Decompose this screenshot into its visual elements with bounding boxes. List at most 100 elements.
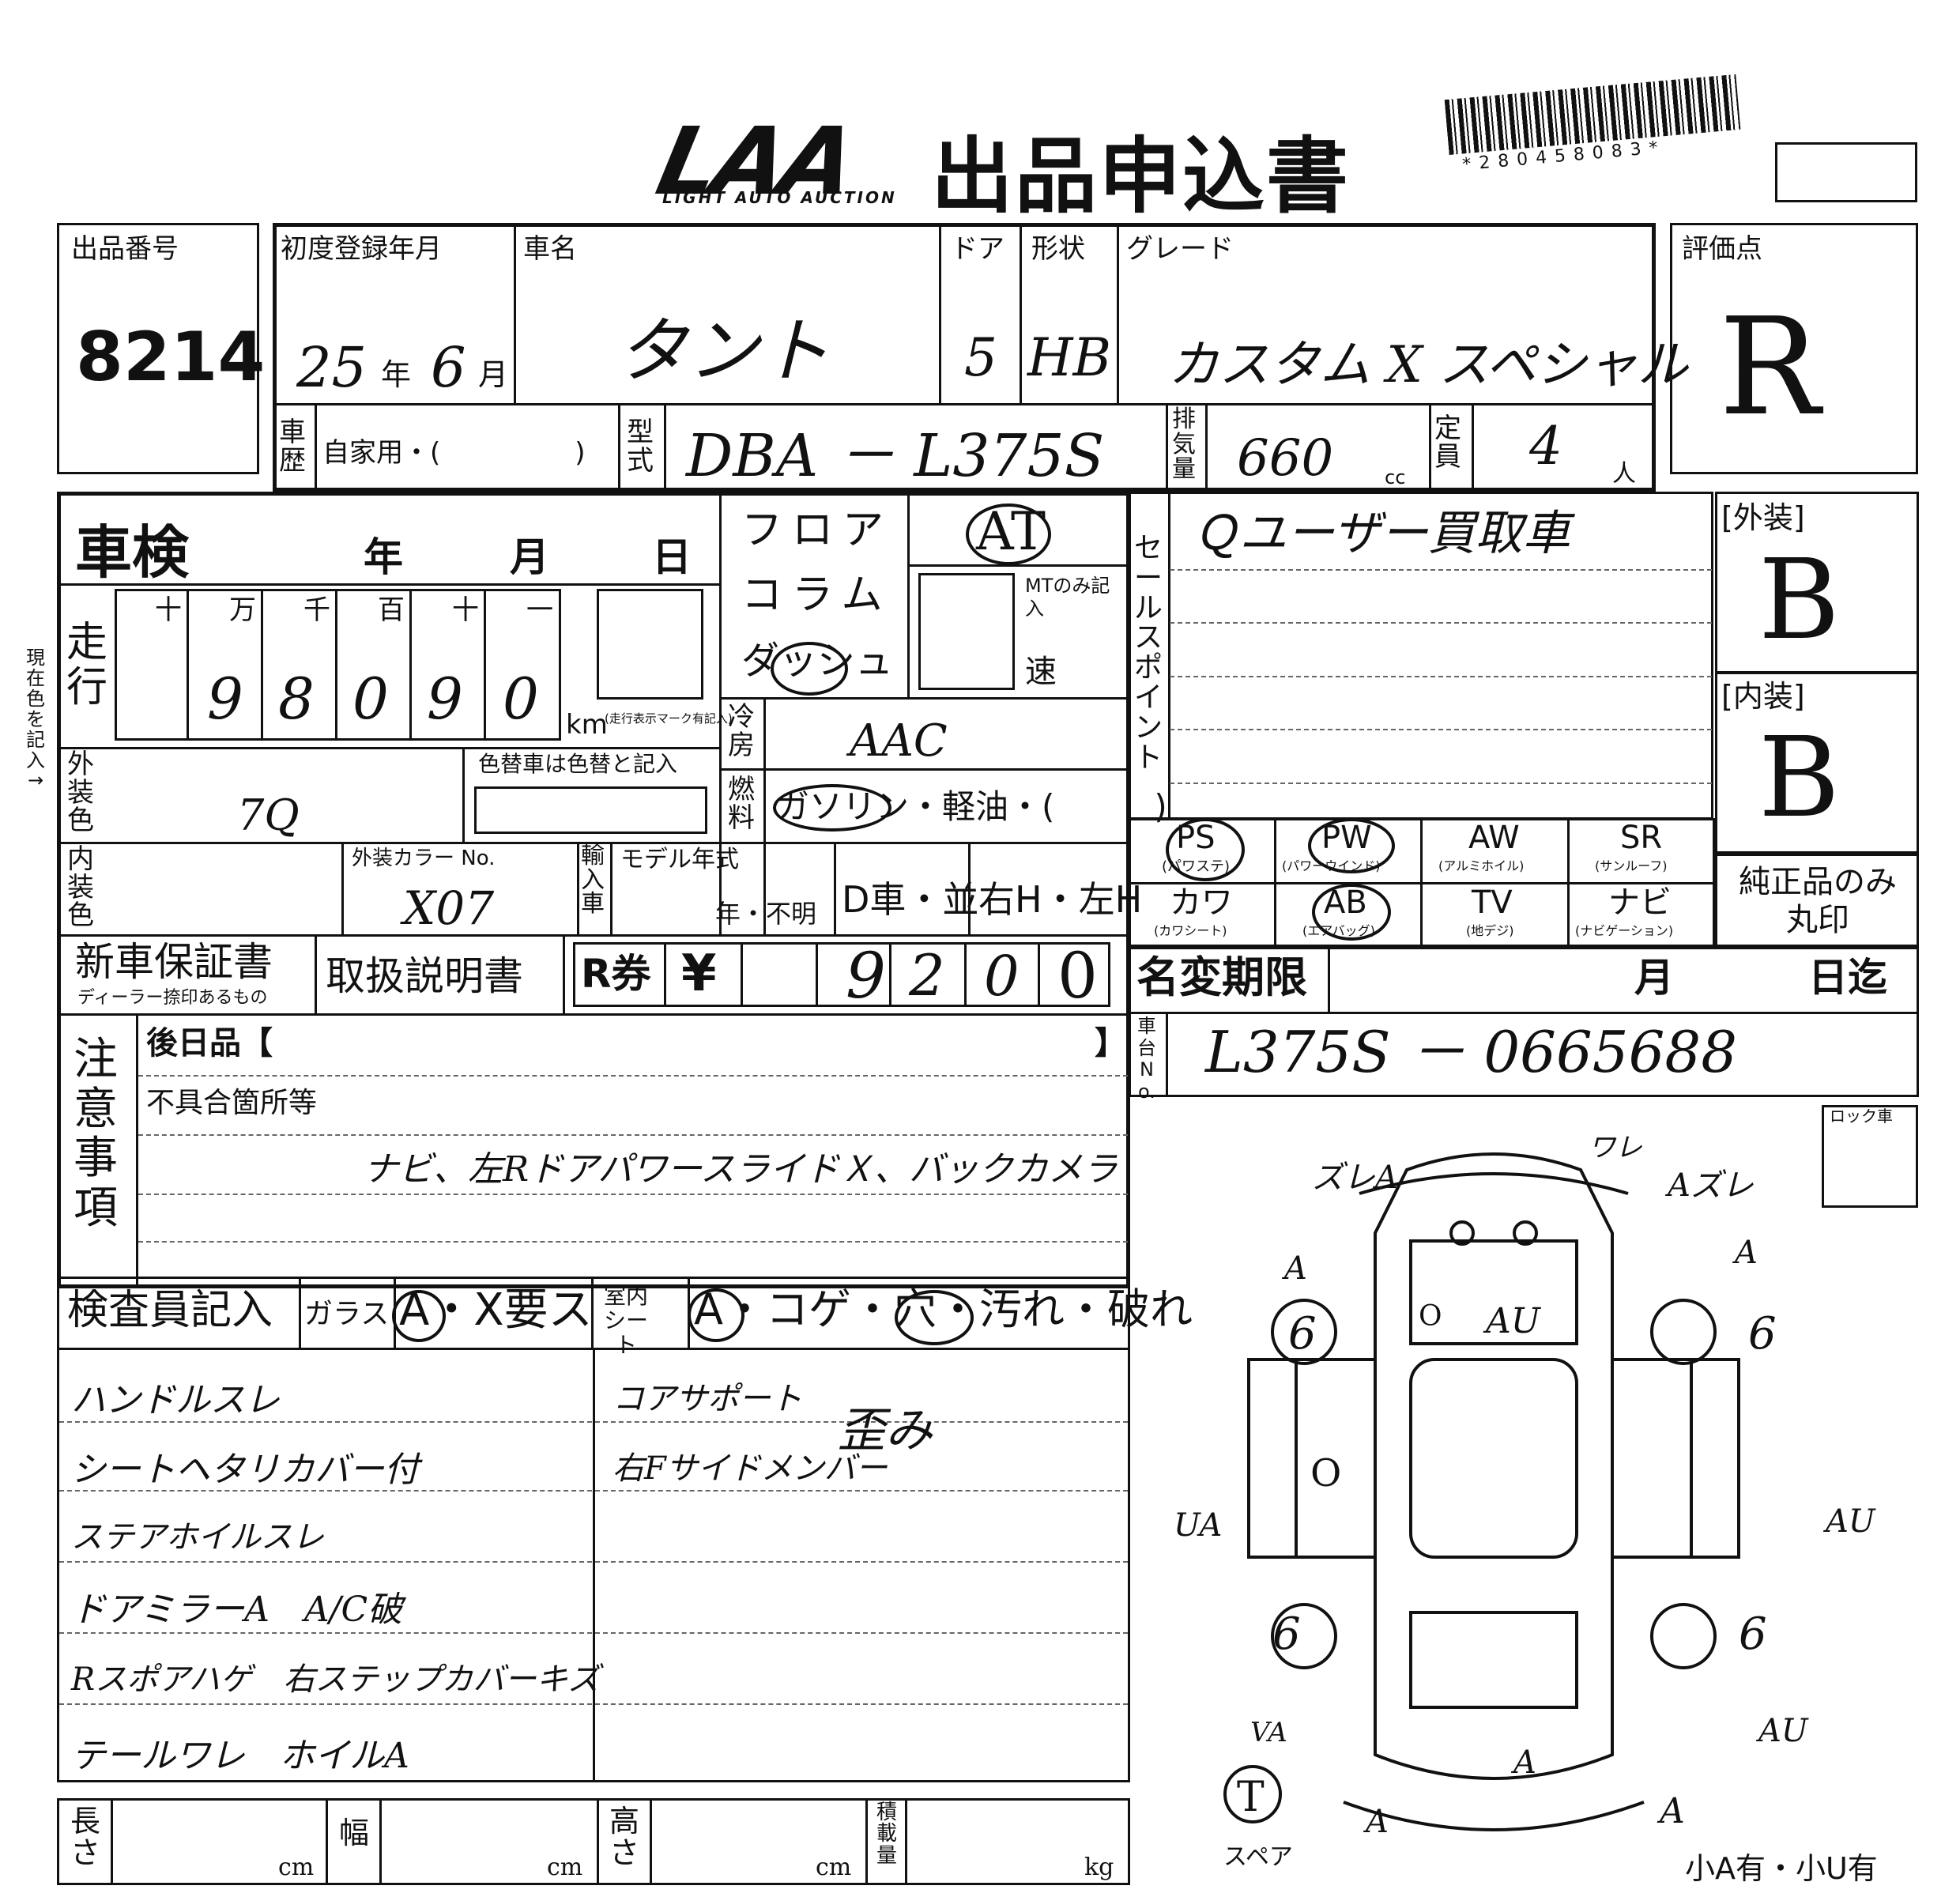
diag-mark-3: A xyxy=(1284,1250,1307,1287)
odo-h-2: 千 xyxy=(303,594,330,626)
rec-v4 xyxy=(889,942,891,1007)
div-h5 xyxy=(1205,403,1208,492)
opt-v2 xyxy=(1420,818,1423,947)
notes-label: 注意事項 xyxy=(74,1034,118,1235)
car-hood xyxy=(1409,1239,1578,1345)
insp-right-note: 歪み xyxy=(838,1403,933,1458)
dim-v2 xyxy=(326,1798,328,1885)
recycle-d-2: 9 xyxy=(846,939,886,1013)
shaken-year: 年 xyxy=(364,534,403,580)
history-label: 車歴 xyxy=(279,417,306,477)
load-kg: kg xyxy=(1084,1854,1114,1881)
lot-number-label: 出品番号 xyxy=(71,233,179,265)
div-h2 xyxy=(618,403,620,492)
speed-label: 速 xyxy=(1025,654,1057,690)
diag-mark-16: A xyxy=(1513,1744,1536,1781)
div-sales-v xyxy=(1168,492,1170,820)
ps-circle xyxy=(1166,818,1245,881)
div-color-h xyxy=(57,842,719,844)
sales-label: セールスポイント xyxy=(1133,532,1163,774)
glass-label: ガラス xyxy=(304,1298,390,1330)
barcode xyxy=(1444,74,1741,155)
option-sr-sub: (サンルーフ) xyxy=(1595,858,1668,873)
warranty-sub: ディーラー捺印あるもの xyxy=(77,988,268,1008)
lock-box xyxy=(1822,1105,1918,1208)
div-shift xyxy=(907,492,910,697)
bumper-rear xyxy=(1343,1801,1645,1831)
div-shift-h xyxy=(907,564,1130,567)
div-h6 xyxy=(1429,403,1431,492)
diag-mark-14: VA xyxy=(1250,1717,1287,1748)
sales-dash-1 xyxy=(1170,569,1712,571)
vehicle-info-block xyxy=(273,223,1656,492)
lock-label: ロック車 xyxy=(1830,1107,1893,1126)
color-no-value: X07 xyxy=(403,881,495,935)
nc-day: 日迄 xyxy=(1808,955,1887,1001)
headlight-right xyxy=(1513,1220,1538,1246)
height-label: 高さ xyxy=(609,1804,639,1870)
diag-mark-1: ワレ xyxy=(1589,1132,1642,1163)
diag-mark-0: ズレA xyxy=(1312,1160,1398,1196)
div-shaken xyxy=(57,583,719,586)
div-h3 xyxy=(664,403,666,492)
recycle-d-5: 0 xyxy=(1057,939,1098,1013)
import-label: 輸入車 xyxy=(581,842,605,918)
bumper-front xyxy=(1359,1172,1629,1195)
div-notes-top xyxy=(57,1013,1130,1016)
color-value: 7Q xyxy=(237,790,300,840)
dim-v7 xyxy=(905,1798,907,1885)
odo-v5 xyxy=(484,589,486,741)
insp-left-5: テールワレ ホイルA xyxy=(71,1736,409,1776)
interior-seat-label: 室内シート xyxy=(603,1283,648,1358)
opt-v1 xyxy=(1274,818,1276,947)
ac-label: 冷房 xyxy=(728,701,755,761)
div-h1 xyxy=(315,403,317,492)
first-reg-label: 初度登録年月 xyxy=(281,233,442,265)
logo-subtitle: LIGHT AUTO AUCTION xyxy=(662,188,897,207)
diag-mark-4: A xyxy=(1735,1235,1758,1271)
insp-left-0: ハンドルスレ xyxy=(71,1380,280,1420)
div-int1 xyxy=(341,842,344,934)
diag-mark-7: 6 xyxy=(1748,1308,1777,1360)
div-int3 xyxy=(610,842,612,934)
cc-unit: cc xyxy=(1385,466,1406,488)
nc-h xyxy=(1129,1012,1919,1014)
year-unit: 年 xyxy=(381,357,412,392)
mt-box xyxy=(918,573,1015,690)
row1-divider xyxy=(273,403,1656,405)
diag-mark-17: A xyxy=(1366,1804,1389,1840)
car-name-label: 車名 xyxy=(523,233,577,265)
shape-label: 形状 xyxy=(1031,233,1085,265)
load-label: 積載量 xyxy=(876,1801,897,1868)
displacement-value: 660 xyxy=(1237,429,1334,488)
odo-h-5: 一 xyxy=(526,594,553,626)
div-color xyxy=(462,747,465,842)
manual-label: 取扱説明書 xyxy=(326,953,523,999)
div-v3 xyxy=(1020,223,1022,403)
model-label: 型式 xyxy=(627,417,654,477)
odo-h-3: 百 xyxy=(378,594,405,626)
shift-column: コラム xyxy=(741,571,892,619)
capacity-label: 定員 xyxy=(1434,413,1461,473)
interior-grade-cell xyxy=(1715,672,1919,854)
name-change-label: 名変期限 xyxy=(1136,952,1307,1002)
first-reg-month: 6 xyxy=(431,335,466,400)
color-no-label: 外装カラー No. xyxy=(352,847,496,870)
km-note: (走行表示マーク有記入) xyxy=(605,711,733,726)
wheel-rear-left xyxy=(1271,1603,1337,1669)
exterior-grade-label: [外装] xyxy=(1721,500,1805,535)
div-mileage xyxy=(57,747,719,749)
option-leather-sub: (カワシート) xyxy=(1154,923,1227,938)
fuel-circle xyxy=(773,784,891,832)
notes-v xyxy=(136,1013,138,1288)
mt-label: MTのみ記入 xyxy=(1025,575,1110,620)
length-label: 長さ xyxy=(70,1804,100,1870)
insp-dash-5 xyxy=(59,1703,1128,1705)
ac-value: AAC xyxy=(850,715,948,767)
grade-value: カスタム X スペシャル xyxy=(1168,336,1688,394)
diag-mark-19: T xyxy=(1237,1774,1265,1821)
later-close: 】 xyxy=(1095,1025,1126,1062)
dealer-text: D車・並 xyxy=(842,878,979,921)
model-year-text: 年・不明 xyxy=(715,899,817,929)
rec-v5 xyxy=(964,942,967,1007)
